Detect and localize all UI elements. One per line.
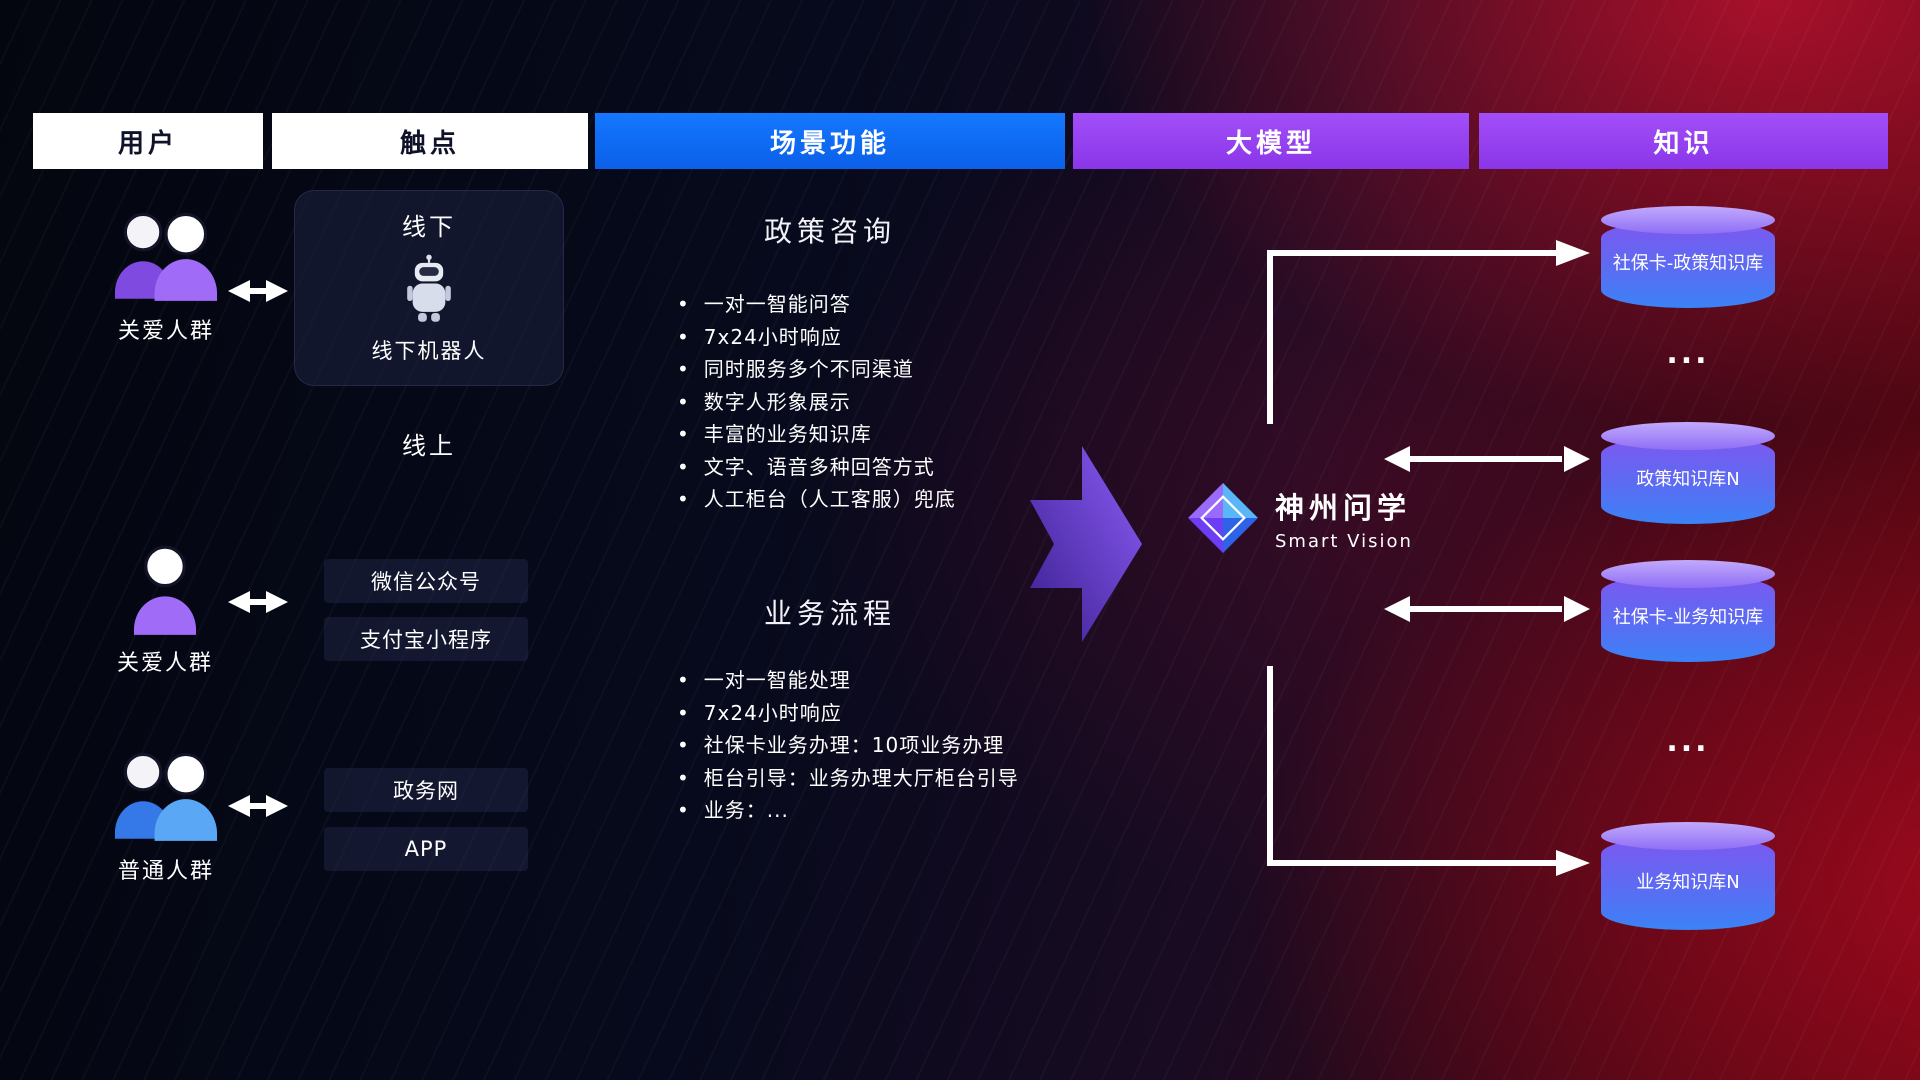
- user-group-care: 关爱人群: [86, 205, 246, 345]
- group-icon: [114, 212, 218, 301]
- knowledge-db-sscard-policy: 社保卡-政策知识库: [1601, 206, 1775, 308]
- column-header-large-model: 大模型: [1073, 113, 1469, 169]
- channel-gov-web: 政务网: [324, 768, 528, 812]
- cylinder-top: [1601, 206, 1775, 234]
- list-item: 文字、语音多种回答方式: [677, 451, 956, 484]
- cylinder-top: [1601, 560, 1775, 588]
- model-name: 神州问学: [1275, 490, 1412, 525]
- list-item: 业务：...: [677, 794, 1019, 827]
- scene-title-policy-consult: 政策咨询: [763, 215, 896, 248]
- offline-robot-label: 线下机器人: [371, 339, 487, 363]
- knowledge-db-label: 政策知识库N: [1636, 468, 1740, 490]
- online-title: 线上: [402, 432, 456, 460]
- channel-app: APP: [324, 827, 528, 871]
- model-logo-texts: 神州问学 Smart Vision: [1275, 485, 1413, 552]
- scene-list-business-process: 一对一智能处理 7x24小时响应 社保卡业务办理：10项业务办理 柜台引导：业务…: [677, 664, 1019, 827]
- ellipsis-more-databases: ...: [1666, 336, 1710, 371]
- cylinder-body: [1601, 574, 1775, 662]
- column-header-users: 用户: [33, 113, 263, 169]
- flow-arrow-icon: [1030, 446, 1142, 642]
- scene-list-policy-consult: 一对一智能问答 7x24小时响应 同时服务多个不同渠道 数字人形象展示 丰富的业…: [677, 288, 956, 516]
- knowledge-db-label: 社保卡-业务知识库: [1612, 606, 1764, 628]
- list-item: 一对一智能问答: [677, 288, 956, 321]
- user-label: 关爱人群: [117, 319, 214, 344]
- cylinder-top: [1601, 822, 1775, 850]
- knowledge-db-label: 业务知识库N: [1636, 871, 1740, 893]
- ellipsis-more-databases: ...: [1666, 724, 1710, 759]
- scene-title-business-process: 业务流程: [763, 597, 896, 630]
- knowledge-db-business-n: 业务知识库N: [1601, 822, 1775, 930]
- user-label: 普通人群: [117, 859, 214, 884]
- list-item: 社保卡业务办理：10项业务办理: [677, 729, 1019, 762]
- group-icon: [114, 752, 218, 841]
- list-item: 7x24小时响应: [677, 321, 956, 354]
- offline-touchpoint-card: 线下 线下机器人: [294, 190, 564, 386]
- user-group-general: 普通人群: [86, 745, 246, 885]
- column-header-scene-functions: 场景功能: [595, 113, 1065, 169]
- list-item: 柜台引导：业务办理大厅柜台引导: [677, 762, 1019, 795]
- model-logo-block: 神州问学 Smart Vision: [1185, 480, 1413, 556]
- model-subtitle: Smart Vision: [1275, 530, 1413, 552]
- list-item: 7x24小时响应: [677, 697, 1019, 730]
- user-single-care: 关爱人群: [110, 545, 220, 677]
- knowledge-db-sscard-business: 社保卡-业务知识库: [1601, 560, 1775, 662]
- column-header-touchpoints: 触点: [272, 113, 588, 169]
- cylinder-body: [1601, 436, 1775, 524]
- column-header-knowledge: 知识: [1479, 113, 1888, 169]
- gem-diamond-icon: [1188, 483, 1258, 553]
- cylinder-top: [1601, 422, 1775, 450]
- list-item: 一对一智能处理: [677, 664, 1019, 697]
- robot-icon: [407, 254, 451, 322]
- list-item: 丰富的业务知识库: [677, 418, 956, 451]
- cylinder-body: [1601, 220, 1775, 308]
- user-label: 关爱人群: [116, 651, 213, 676]
- offline-title: 线下: [402, 213, 456, 241]
- list-item: 数字人形象展示: [677, 386, 956, 419]
- cylinder-body: [1601, 836, 1775, 930]
- person-icon: [133, 545, 197, 635]
- list-item: 人工柜台（人工客服）兜底: [677, 483, 956, 516]
- knowledge-db-label: 社保卡-政策知识库: [1612, 252, 1764, 274]
- knowledge-db-policy-n: 政策知识库N: [1601, 422, 1775, 524]
- channel-wechat: 微信公众号: [324, 559, 528, 603]
- channel-alipay-miniprogram: 支付宝小程序: [324, 617, 528, 661]
- list-item: 同时服务多个不同渠道: [677, 353, 956, 386]
